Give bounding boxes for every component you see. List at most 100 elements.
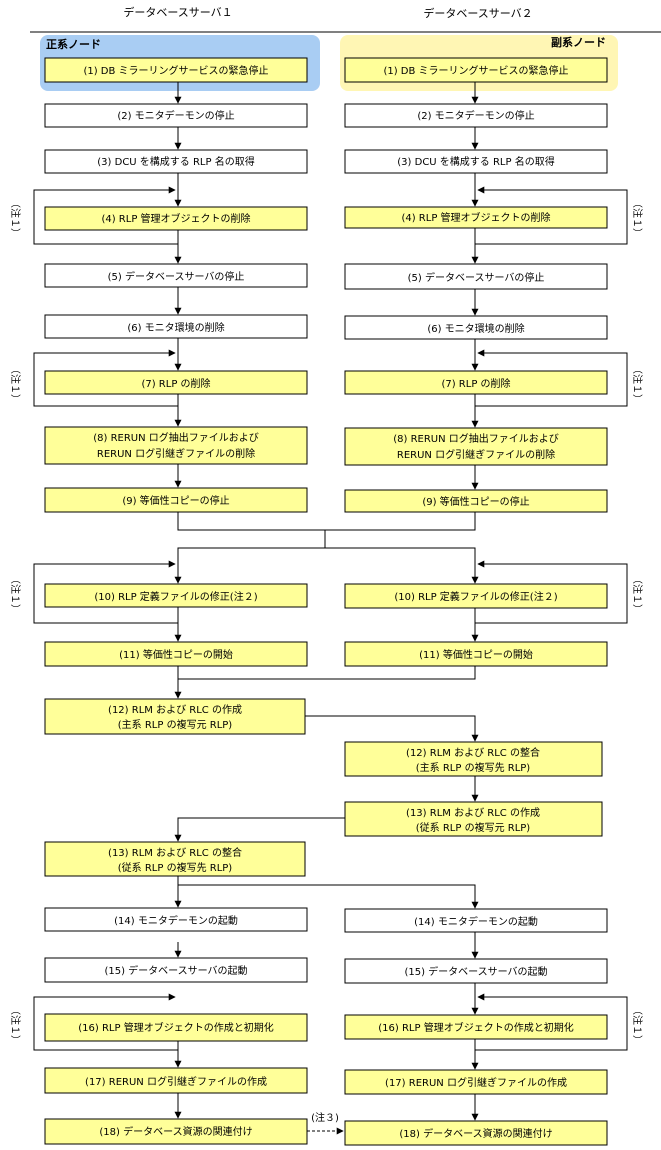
right-step-4: (4) RLP 管理オブジェクトの削除 xyxy=(344,206,608,229)
right-step-9: (9) 等価性コピーの停止 xyxy=(344,489,608,513)
svg-text:(14) モニタデーモンの起動: (14) モニタデーモンの起動 xyxy=(114,914,238,927)
left-step-16: (16) RLP 管理オブジェクトの作成と初期化 xyxy=(44,1013,308,1042)
note1-left-10: （注１） xyxy=(9,574,22,614)
right-step-6: (6) モニタ環境の削除 xyxy=(344,315,608,340)
split-after-13 xyxy=(177,876,479,909)
arrow-12create-to-12match xyxy=(305,715,479,742)
left-step-7: (7) RLP の削除 xyxy=(44,370,308,395)
note1-right-4: （注１） xyxy=(631,198,644,238)
left-step-11: (11) 等価性コピーの開始 xyxy=(44,641,308,667)
left-step-5: (5) データベースサーバの停止 xyxy=(44,263,308,288)
note3-label: (注３) xyxy=(311,1111,339,1124)
svg-text:(15) データベースサーバの起動: (15) データベースサーバの起動 xyxy=(104,964,247,977)
left-step-14: (14) モニタデーモンの起動 xyxy=(44,907,308,932)
right-step-18: (18) データベース資源の関連付け xyxy=(344,1120,608,1146)
right-step-8: (8) RERUN ログ抽出ファイルおよび RERUN ログ引継ぎファイルの削除 xyxy=(344,427,608,466)
left-loop-10 xyxy=(33,560,179,624)
left-step-8: (8) RERUN ログ抽出ファイルおよび RERUN ログ引継ぎファイルの削除 xyxy=(44,426,308,465)
svg-text:(17) RERUN ログ引継ぎファイルの作成: (17) RERUN ログ引継ぎファイルの作成 xyxy=(385,1076,567,1089)
left-step-2: (2) モニタデーモンの停止 xyxy=(44,103,308,128)
right-step-2: (2) モニタデーモンの停止 xyxy=(344,103,608,128)
right-step-11: (11) 等価性コピーの開始 xyxy=(344,641,608,667)
svg-text:(主系 RLP の複写先 RLP): (主系 RLP の複写先 RLP) xyxy=(416,761,531,774)
svg-text:(1) DB ミラーリングサービスの緊急停止: (1) DB ミラーリングサービスの緊急停止 xyxy=(83,64,268,77)
svg-text:(11) 等価性コピーの開始: (11) 等価性コピーの開始 xyxy=(419,648,533,661)
note1-right-16: （注１） xyxy=(631,1005,644,1045)
right-step-16: (16) RLP 管理オブジェクトの作成と初期化 xyxy=(344,1014,608,1040)
svg-text:(主系 RLP の複写元 RLP): (主系 RLP の複写元 RLP) xyxy=(118,718,233,731)
svg-text:(13) RLM および RLC の作成: (13) RLM および RLC の作成 xyxy=(406,807,540,819)
svg-text:(12) RLM および RLC の整合: (12) RLM および RLC の整合 xyxy=(406,746,540,759)
svg-text:(6) モニタ環境の削除: (6) モニタ環境の削除 xyxy=(427,322,524,335)
svg-text:(9) 等価性コピーの停止: (9) 等価性コピーの停止 xyxy=(122,494,229,507)
left-step-15: (15) データベースサーバの起動 xyxy=(44,957,308,983)
left-step-1: (1) DB ミラーリングサービスの緊急停止 xyxy=(44,57,308,83)
svg-text:(15) データベースサーバの起動: (15) データベースサーバの起動 xyxy=(404,965,547,978)
left-step-10: (10) RLP 定義ファイルの修正(注２) xyxy=(44,583,308,608)
right-loop-10 xyxy=(474,560,628,624)
server2-header: データベースサーバ２ xyxy=(423,6,532,20)
secondary-node-label: 副系ノード xyxy=(551,35,606,49)
right-step-7: (7) RLP の削除 xyxy=(344,370,608,395)
left-loop-4 xyxy=(33,186,179,245)
left-step-3: (3) DCU を構成する RLP 名の取得 xyxy=(44,149,308,174)
right-step-14: (14) モニタデーモンの起動 xyxy=(344,908,608,933)
right-step-1: (1) DB ミラーリングサービスの緊急停止 xyxy=(344,57,608,83)
left-loop-7 xyxy=(33,349,179,407)
svg-text:(12) RLM および RLC の作成: (12) RLM および RLC の作成 xyxy=(108,704,242,716)
right-step-10: (10) RLP 定義ファイルの修正(注２) xyxy=(344,583,608,609)
svg-text:(3) DCU を構成する RLP 名の取得: (3) DCU を構成する RLP 名の取得 xyxy=(97,155,254,168)
note1-left-16: （注１） xyxy=(9,1005,22,1045)
right-step-17: (17) RERUN ログ引継ぎファイルの作成 xyxy=(344,1069,608,1095)
svg-text:(10) RLP 定義ファイルの修正(注２): (10) RLP 定義ファイルの修正(注２) xyxy=(394,590,557,603)
left-step-4: (4) RLP 管理オブジェクトの削除 xyxy=(44,206,308,231)
svg-text:(16) RLP 管理オブジェクトの作成と初期化: (16) RLP 管理オブジェクトの作成と初期化 xyxy=(378,1021,573,1034)
left-step-9: (9) 等価性コピーの停止 xyxy=(44,487,308,513)
svg-text:(3) DCU を構成する RLP 名の取得: (3) DCU を構成する RLP 名の取得 xyxy=(397,155,554,168)
note1-right-7: （注１） xyxy=(631,364,644,404)
svg-text:(18) データベース資源の関連付け: (18) データベース資源の関連付け xyxy=(99,1125,252,1138)
right-step-3: (3) DCU を構成する RLP 名の取得 xyxy=(344,149,608,174)
right-step-5: (5) データベースサーバの停止 xyxy=(344,263,608,290)
split-to-10-left xyxy=(174,547,325,584)
svg-text:(9) 等価性コピーの停止: (9) 等価性コピーの停止 xyxy=(422,495,529,508)
server1-header: データベースサーバ１ xyxy=(123,5,232,19)
svg-text:(従系 RLP の複写元 RLP): (従系 RLP の複写元 RLP) xyxy=(416,821,531,834)
svg-text:(1) DB ミラーリングサービスの緊急停止: (1) DB ミラーリングサービスの緊急停止 xyxy=(383,64,568,77)
svg-text:(7) RLP の削除: (7) RLP の削除 xyxy=(441,377,510,390)
arrow-13create-to-13match xyxy=(174,817,345,842)
svg-text:(4) RLP 管理オブジェクトの削除: (4) RLP 管理オブジェクトの削除 xyxy=(401,211,550,224)
svg-text:(2) モニタデーモンの停止: (2) モニタデーモンの停止 xyxy=(117,109,234,122)
svg-text:(16) RLP 管理オブジェクトの作成と初期化: (16) RLP 管理オブジェクトの作成と初期化 xyxy=(78,1021,273,1034)
svg-text:(5) データベースサーバの停止: (5) データベースサーバの停止 xyxy=(108,270,245,283)
left-step-17: (17) RERUN ログ引継ぎファイルの作成 xyxy=(44,1067,308,1094)
merge-after-11 xyxy=(178,666,476,680)
svg-text:(10) RLP 定義ファイルの修正(注２): (10) RLP 定義ファイルの修正(注２) xyxy=(94,590,257,603)
split-to-10-right xyxy=(325,547,479,584)
left-loop-16 xyxy=(33,993,179,1051)
svg-text:(従系 RLP の複写先 RLP): (従系 RLP の複写先 RLP) xyxy=(118,861,233,874)
note1-left-4: （注１） xyxy=(9,198,22,238)
right-step-12-match: (12) RLM および RLC の整合 (主系 RLP の複写先 RLP) xyxy=(344,741,603,777)
svg-text:(11) 等価性コピーの開始: (11) 等価性コピーの開始 xyxy=(119,648,233,661)
left-step-12-create: (12) RLM および RLC の作成 (主系 RLP の複写元 RLP) xyxy=(44,698,306,735)
note1-left-7: （注１） xyxy=(9,364,22,404)
svg-text:(4) RLP 管理オブジェクトの削除: (4) RLP 管理オブジェクトの削除 xyxy=(101,212,250,225)
svg-text:(8) RERUN ログ抽出ファイルおよび: (8) RERUN ログ抽出ファイルおよび xyxy=(393,432,559,445)
merge-after-9 xyxy=(177,512,476,531)
svg-text:(18) データベース資源の関連付け: (18) データベース資源の関連付け xyxy=(399,1127,552,1140)
note1-right-10: （注１） xyxy=(631,574,644,614)
left-step-6: (6) モニタ環境の削除 xyxy=(44,314,308,339)
svg-text:(6) モニタ環境の削除: (6) モニタ環境の削除 xyxy=(127,321,224,334)
svg-text:(7) RLP の削除: (7) RLP の削除 xyxy=(141,377,210,390)
svg-text:(14) モニタデーモンの起動: (14) モニタデーモンの起動 xyxy=(414,915,538,928)
svg-text:(13) RLM および RLC の整合: (13) RLM および RLC の整合 xyxy=(108,846,242,859)
left-step-18: (18) データベース資源の関連付け xyxy=(44,1118,308,1145)
primary-node-label: 正系ノード xyxy=(46,37,101,51)
right-step-13-create: (13) RLM および RLC の作成 (従系 RLP の複写元 RLP) xyxy=(344,801,603,837)
svg-text:(8) RERUN ログ抽出ファイルおよび: (8) RERUN ログ抽出ファイルおよび xyxy=(93,431,259,444)
svg-text:(17) RERUN ログ引継ぎファイルの作成: (17) RERUN ログ引継ぎファイルの作成 xyxy=(85,1075,267,1088)
right-loop-7 xyxy=(474,349,628,407)
svg-text:(5) データベースサーバの停止: (5) データベースサーバの停止 xyxy=(408,271,545,284)
